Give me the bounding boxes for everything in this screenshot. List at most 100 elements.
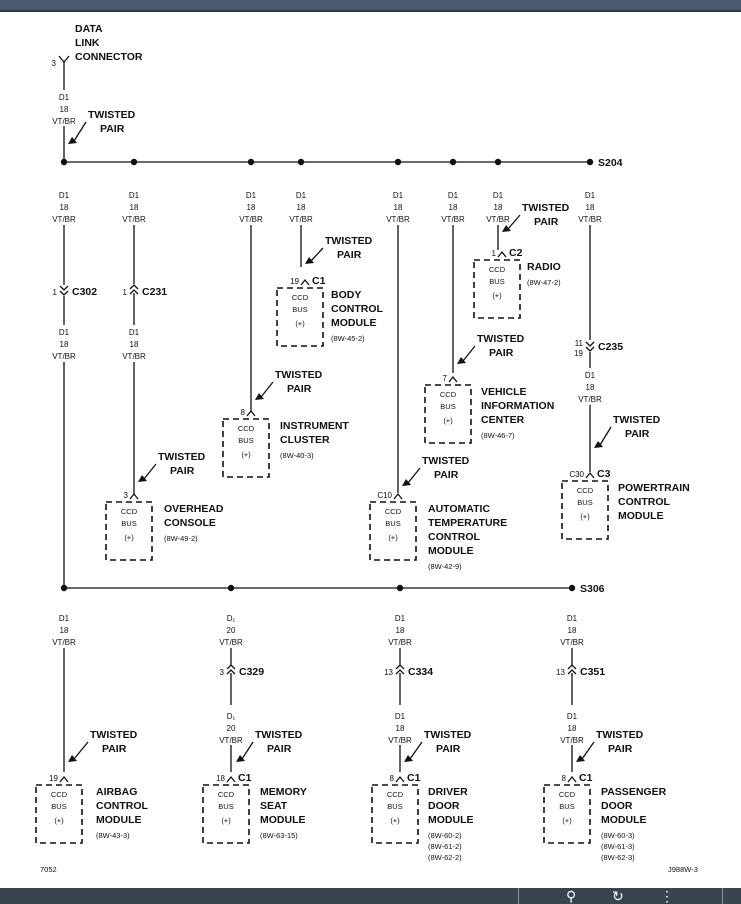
wire-gauge-label: 18 <box>130 340 139 349</box>
arrow-head <box>457 357 466 364</box>
twisted-pair-arrow <box>409 741 423 760</box>
upper-splice-dot <box>297 158 305 166</box>
twisted-pair-label: TWISTED <box>90 729 138 741</box>
wire-color-label: VT/BR <box>388 638 412 647</box>
wire-color-label: VT/BR <box>52 638 76 647</box>
ohc-ref-label: (8W-49-2) <box>164 534 198 543</box>
arrow-head <box>594 441 603 448</box>
msm-connector-label: C1 <box>238 772 252 784</box>
radio-connector-label: C2 <box>509 247 523 259</box>
arrow-head <box>138 475 147 482</box>
c351-pin: 13 <box>556 668 565 677</box>
atc-polarity-label: (+) <box>388 533 398 542</box>
pdm-ccd-label: CCD <box>559 790 576 799</box>
wire-gauge-label: 18 <box>568 724 577 733</box>
dlc-name-label: LINK <box>75 37 100 49</box>
radio-ccd-label: CCD <box>489 265 506 274</box>
vic-module-box <box>424 384 472 444</box>
acm-name-label: CONTROL <box>96 800 148 812</box>
c231-label: C231 <box>142 286 167 298</box>
twisted-pair-label: PAIR <box>267 743 292 755</box>
arrow-head <box>305 257 314 264</box>
zoom-icon[interactable]: ⚲ <box>566 888 577 904</box>
twisted-pair-label: PAIR <box>434 469 459 481</box>
pcm-pin: C30 <box>569 470 584 479</box>
atc-bus-label: BUS <box>385 519 400 528</box>
c235-symbol <box>585 341 595 352</box>
upper-splice-dot <box>494 158 502 166</box>
wire-gauge-label: 18 <box>130 203 139 212</box>
twisted-pair-label: TWISTED <box>596 729 644 741</box>
ddm-module-box <box>371 784 419 844</box>
acm-bus-label: BUS <box>51 802 66 811</box>
ddm-connector-icon <box>395 775 405 783</box>
c329-symbol <box>226 664 236 675</box>
acm-name-label: AIRBAG <box>96 786 137 798</box>
pdm-name-label: PASSENGER <box>601 786 667 798</box>
vic-connector-icon <box>448 375 458 383</box>
wire-color-label: VT/BR <box>52 215 76 224</box>
wire-color-label: VT/BR <box>388 736 412 745</box>
dlc-name-label: DATA <box>75 23 103 35</box>
pdm-ref-label: (8W-62-3) <box>601 853 635 862</box>
twisted-pair-label: PAIR <box>102 743 127 755</box>
c334-symbol <box>395 664 405 675</box>
upper-splice-dot <box>449 158 457 166</box>
wire-color-label: VT/BR <box>289 215 313 224</box>
twisted-pair-arrow <box>507 214 521 230</box>
pdm-connector-icon <box>567 775 577 783</box>
wire-gauge-label: 18 <box>297 203 306 212</box>
arrow-head <box>236 755 245 762</box>
ic-module-box <box>222 418 270 478</box>
wire-color-label: VT/BR <box>52 352 76 361</box>
twisted-pair-arrow <box>73 741 89 760</box>
ic-name-label: INSTRUMENT <box>280 420 349 432</box>
c351-label: C351 <box>580 666 605 678</box>
ddm-bus-label: BUS <box>387 802 402 811</box>
msm-connector-icon <box>226 775 236 783</box>
pcm-ccd-label: CCD <box>577 486 594 495</box>
arrow-head <box>576 755 585 762</box>
wire-color-label: VT/BR <box>578 395 602 404</box>
ohc-name-label: CONSOLE <box>164 517 216 529</box>
wire-color-label: VT/BR <box>486 215 510 224</box>
pcm-name-label: MODULE <box>618 510 664 522</box>
vic-ref-label: (8W-46-7) <box>481 431 515 440</box>
wire-circuit-label: D1 <box>567 712 578 721</box>
twisted-pair-label: PAIR <box>287 383 312 395</box>
upper-splice-dot <box>60 158 68 166</box>
window-top-border <box>0 10 741 12</box>
dlc-connector-icon <box>58 55 70 64</box>
ddm-ref-label: (8W-62-2) <box>428 853 462 862</box>
bcm-name-label: BODY <box>331 289 361 301</box>
c334-label: C334 <box>408 666 433 678</box>
wire-circuit-label: D1 <box>585 371 596 380</box>
bcm-name-label: CONTROL <box>331 303 383 315</box>
upper-splice-dot <box>394 158 402 166</box>
rotate-icon[interactable]: ↻ <box>612 888 624 904</box>
ohc-connector-icon <box>129 492 139 500</box>
twisted-pair-arrow <box>407 467 421 484</box>
ddm-polarity-label: (+) <box>390 816 400 825</box>
atc-ccd-label: CCD <box>385 507 402 516</box>
menu-icon[interactable]: ⋮ <box>660 888 674 904</box>
wire-circuit-label: D1 <box>567 614 578 623</box>
c235-label: C235 <box>598 341 623 353</box>
msm-bus-label: BUS <box>218 802 233 811</box>
wire-color-label: VT/BR <box>386 215 410 224</box>
vic-name-label: INFORMATION <box>481 400 554 412</box>
upper-splice-dot <box>130 158 138 166</box>
pcm-module-box <box>561 480 609 540</box>
bcm-pin: 19 <box>290 277 299 286</box>
twisted-pair-label: PAIR <box>489 347 514 359</box>
arrow-head <box>255 393 264 400</box>
arrow-head <box>402 479 411 486</box>
twisted-pair-label: PAIR <box>170 465 195 477</box>
wire-color-label: VT/BR <box>578 215 602 224</box>
wire-circuit-label: D1 <box>493 191 504 200</box>
twisted-pair-label: PAIR <box>436 743 461 755</box>
bcm-connector-label: C1 <box>312 275 326 287</box>
vic-bus-label: BUS <box>440 402 455 411</box>
arrow-head <box>502 225 511 232</box>
acm-module-box <box>35 784 83 844</box>
